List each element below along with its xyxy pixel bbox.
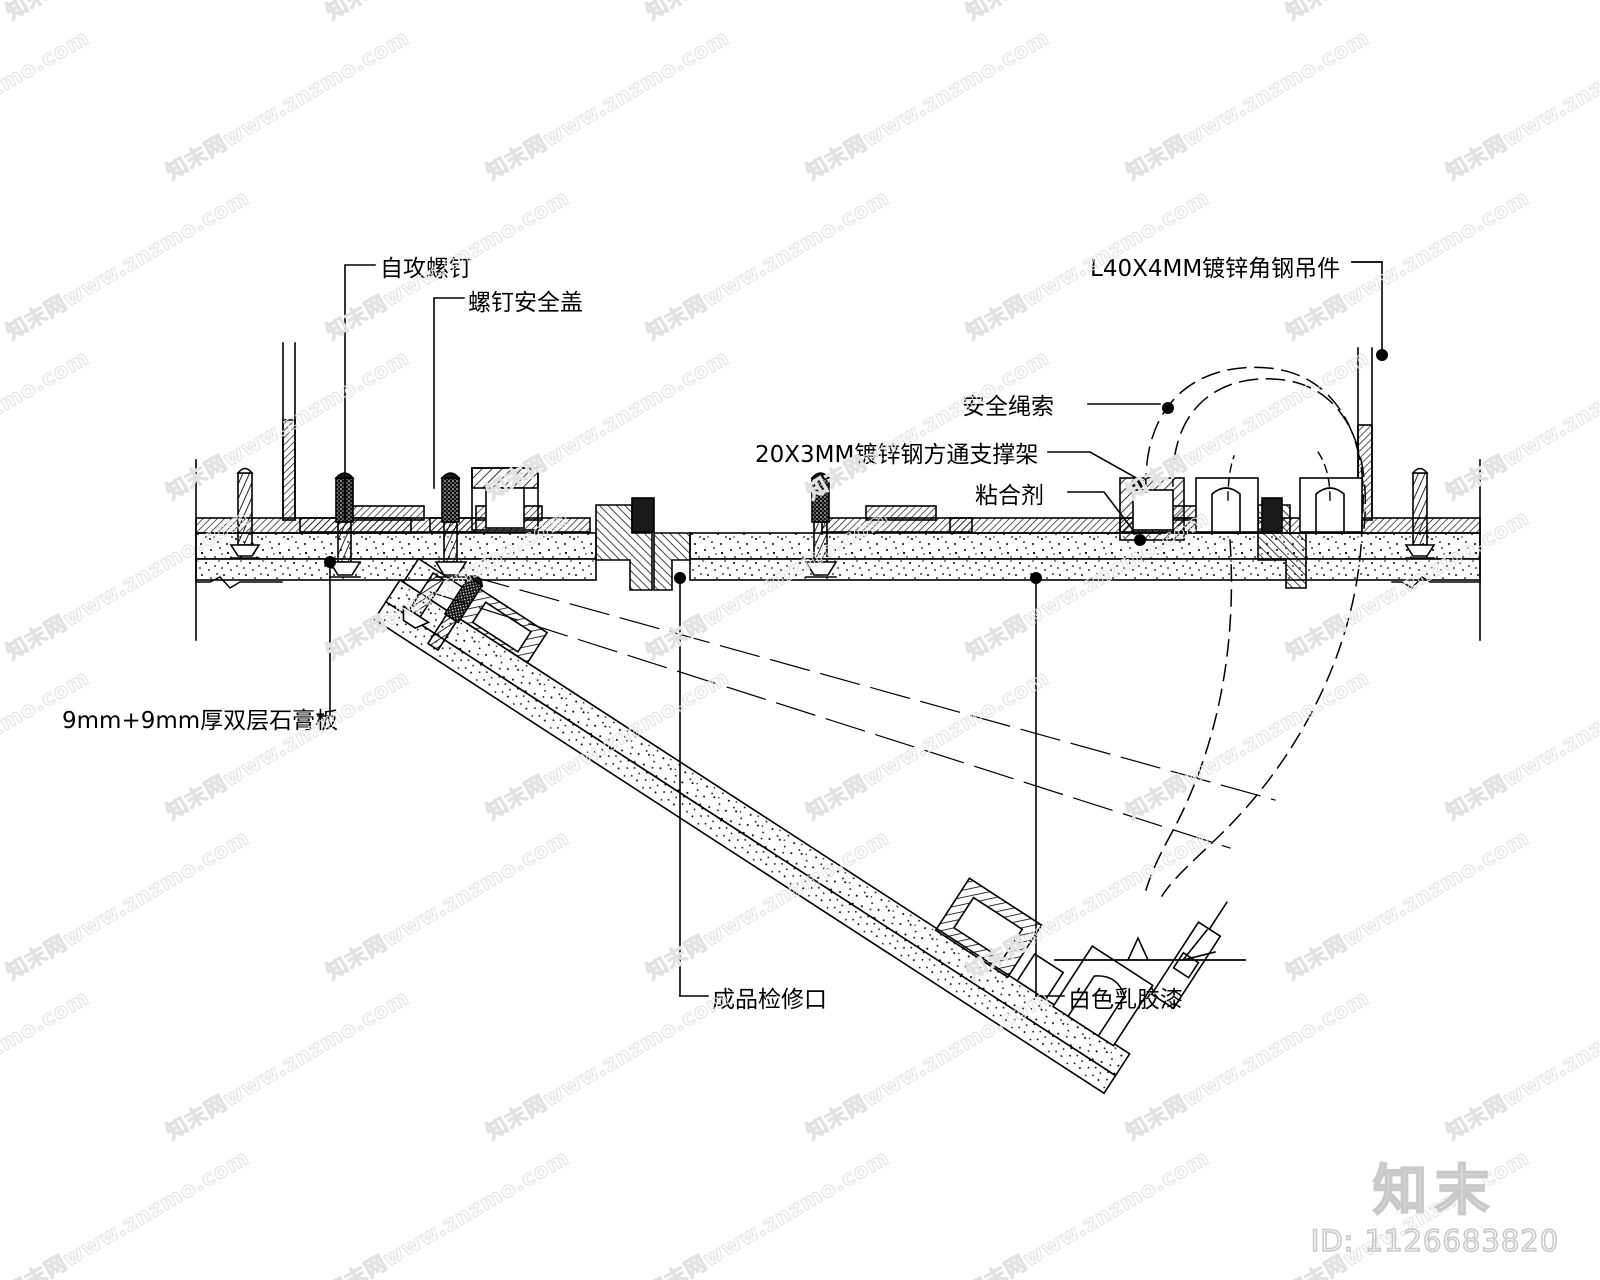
drawing-id-label: ID: 1126683820 [1310, 1223, 1560, 1259]
hanger-rod-left [282, 342, 296, 521]
label-angle-steel-hanger: L40X4MM镀锌角钢吊件 [1090, 256, 1340, 282]
leader-self-tapping-screw [344, 264, 376, 521]
label-adhesive: 粘合剂 [975, 483, 1044, 509]
break-line-right [1391, 459, 1481, 641]
label-double-gypsum-board: 9mm+9mm厚双层石膏板 [62, 708, 338, 734]
panel-edge-trim-right [1257, 497, 1307, 589]
panel-edge-trim [595, 497, 691, 591]
safety-cable-drops [1227, 451, 1331, 501]
ceiling-assembly-section [195, 342, 1481, 641]
label-group: 自攻螺钉 螺钉安全盖 L40X4MM镀锌角钢吊件 安全绳索 20X3MM镀锌钢方… [62, 256, 1340, 1013]
label-white-latex-paint: 白色乳胶漆 [1068, 987, 1183, 1013]
label-access-panel: 成品检修口 [712, 987, 827, 1013]
leader-lines [317, 261, 1383, 997]
hanger-clip-1 [1195, 477, 1259, 533]
screw-far-left [229, 467, 261, 559]
screw-with-cap-4 [804, 472, 838, 578]
label-square-tube-frame: 20X3MM镀锌钢方通支撑架 [755, 442, 1038, 468]
safety-cable-lower-run [1145, 519, 1363, 898]
leader-adhesive [1067, 491, 1138, 536]
screw-with-cap-2 [434, 472, 468, 578]
arrow-mark-2 [1181, 928, 1209, 962]
screw-far-right [1404, 467, 1436, 559]
leader-dots [324, 349, 1388, 584]
gypsum-board-left [195, 532, 597, 581]
arrow-mark-3 [1182, 951, 1216, 961]
leader-square-tube [1047, 451, 1142, 482]
label-screw-safety-cap: 螺钉安全盖 [468, 290, 583, 316]
access-panel-swung [373, 557, 1228, 1095]
site-branding: 知末 ID: 1126683820 [1300, 1159, 1570, 1259]
break-line-left [195, 459, 283, 641]
square-tube-frame-section [1119, 477, 1185, 541]
label-safety-cable: 安全绳索 [962, 394, 1054, 420]
gypsum-board-right [689, 532, 1481, 581]
safety-cable [1145, 366, 1367, 529]
label-self-tapping-screw: 自攻螺钉 [380, 256, 472, 282]
brand-logo-text: 知末 [1372, 1159, 1497, 1223]
screw-with-cap-1 [328, 472, 362, 578]
leader-screw-safety-cap [433, 297, 465, 489]
swing-arc-lines [429, 575, 1276, 849]
hanger-clip-2 [1299, 477, 1363, 533]
square-tube-frame-section-left [471, 467, 539, 531]
arrow-mark-1 [1126, 936, 1150, 962]
